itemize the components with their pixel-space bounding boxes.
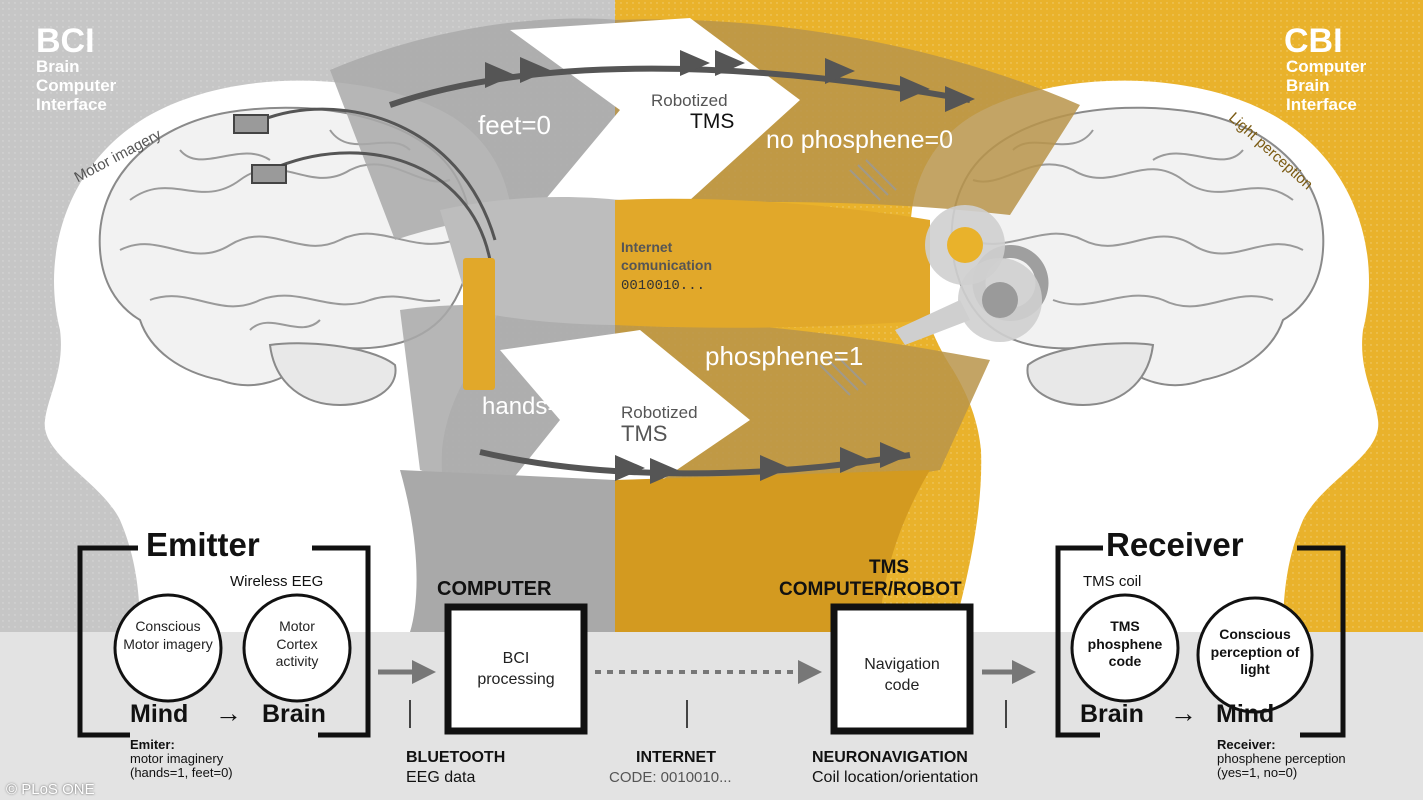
top-tms-line1: Robotized (651, 91, 728, 110)
emitter-note-line1: motor imaginery (130, 751, 224, 766)
tms-robot-box (830, 603, 974, 735)
bci-line3: Interface (36, 95, 107, 114)
tms-coil-icon (895, 205, 1049, 345)
top-arrowheads (485, 50, 975, 112)
bluetooth-title: BLUETOOTH (406, 749, 506, 766)
emitter-note-line2: (hands=1, feet=0) (130, 765, 233, 780)
electrode-1 (233, 114, 269, 134)
bci-line1: Brain (36, 57, 80, 76)
emitter-title: Emitter (146, 526, 260, 563)
top-tms-line2: TMS (690, 110, 735, 133)
receiver-brain: Brain (1080, 700, 1144, 728)
emitter-arrow: → (215, 698, 242, 728)
receiver-arrow: → (1170, 698, 1197, 728)
eeg-wire-2 (269, 151, 492, 261)
receiver-mind: Mind (1216, 700, 1275, 728)
receiver-device: TMS coil (1083, 573, 1142, 590)
neuronavigation-sub: Coil location/orientation (812, 769, 979, 786)
cbi-line2: Brain (1286, 76, 1330, 95)
top-signal-path (389, 65, 971, 108)
computer-box (444, 603, 588, 735)
bci-abbr: BCI (36, 22, 95, 60)
cbi-line3: Interface (1286, 95, 1357, 114)
top-result: no phosphene=0 (766, 126, 953, 154)
cbi-abbr: CBI (1284, 22, 1343, 60)
bottom-tms-line1: Robotized (621, 403, 698, 422)
emitter-note-title: Emiter: (130, 737, 175, 752)
bluetooth-sub: EEG data (406, 769, 476, 786)
bottom-code: hands=1 (482, 393, 575, 420)
tms-robot-title1: TMS (869, 557, 910, 578)
emitter-circle-2-text: Motor Cortex activity (275, 618, 319, 669)
bottom-tms-line2: TMS (621, 421, 668, 446)
cbi-line1: Computer (1286, 57, 1367, 76)
receiver-note-title: Receiver: (1217, 737, 1276, 752)
receiver-note-line1: phosphene perception (1217, 751, 1346, 766)
neuronavigation-title: NEURONAVIGATION (812, 749, 968, 766)
left-cerebellum (268, 342, 397, 407)
eeg-wire-1 (261, 107, 497, 241)
receiver-circle-2-text: Conscious perception of light (1210, 626, 1300, 677)
emitter-device: Wireless EEG (230, 573, 324, 590)
receiver-note-line2: (yes=1, no=0) (1217, 765, 1298, 780)
flow-arrows (378, 660, 1036, 684)
emitter-mind: Mind (130, 700, 189, 728)
tms-robot-box-text: Navigation code (864, 656, 940, 694)
internet-band-gold (615, 198, 930, 328)
internet-title: INTERNET (636, 749, 716, 766)
computer-title: COMPUTER (437, 578, 552, 600)
internet-comm-line2: comunication (621, 257, 713, 273)
emitter-brain: Brain (262, 700, 326, 728)
receiver-bracket (1055, 545, 1346, 738)
internet-comm-line1: Internet (621, 239, 673, 255)
computer-box-text: BCI processing (477, 650, 555, 688)
tms-robot-title2: COMPUTER/ROBOT (779, 579, 962, 600)
bottom-result: phosphene=1 (705, 341, 864, 371)
wireless-eeg-device (463, 258, 495, 390)
receiver-circle-2 (1196, 596, 1314, 714)
receiver-circle-1 (1070, 593, 1180, 703)
bci-line2: Computer (36, 76, 117, 95)
bottom-arrowheads (615, 442, 910, 484)
receiver-title: Receiver (1106, 526, 1244, 563)
internet-sub: CODE: 0010010... (609, 769, 732, 786)
emitter-circle-2 (242, 593, 352, 703)
top-code: feet=0 (478, 110, 552, 140)
receiver-circle-1-text: TMS phosphene code (1087, 618, 1163, 669)
electrode-2 (251, 164, 287, 184)
emitter-circle-1 (113, 593, 223, 703)
credit: © PLoS ONE (6, 781, 95, 798)
internet-comm-bits: 0010010... (621, 278, 706, 294)
lower-band (0, 632, 1423, 800)
bottom-white-chevron (500, 330, 750, 495)
emitter-circle-1-text: Conscious Motor imagery (123, 618, 213, 652)
emitter-bracket (77, 545, 371, 738)
